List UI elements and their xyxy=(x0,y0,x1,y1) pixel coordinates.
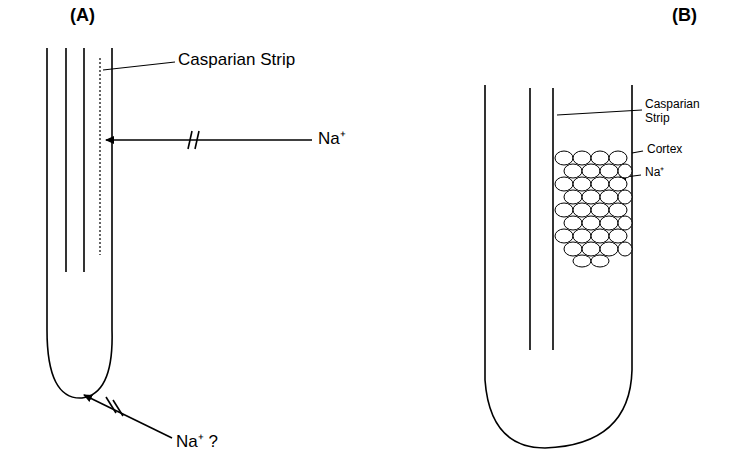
na-arrow xyxy=(84,395,172,438)
block-mark xyxy=(106,397,116,413)
leader-line xyxy=(103,62,175,70)
block-mark xyxy=(188,131,192,149)
block-mark xyxy=(113,400,123,416)
stele-line xyxy=(65,48,67,272)
ion-label: Na⁺ xyxy=(318,129,346,149)
root-outline xyxy=(47,48,112,398)
leader-line xyxy=(632,151,643,153)
block-mark xyxy=(195,131,199,149)
panel-letter: (B) xyxy=(672,5,697,26)
panel-letter: (A) xyxy=(70,5,95,26)
ion-label: Na⁺ ? xyxy=(176,432,218,452)
casparian-strip xyxy=(552,88,554,350)
ion-label: Na⁺ xyxy=(645,166,664,180)
cortex-cells xyxy=(555,151,632,267)
leader-line xyxy=(557,110,642,115)
na-arrow xyxy=(106,139,312,141)
casparian-strip xyxy=(99,58,100,255)
stele-line xyxy=(529,88,531,350)
part-label: Cortex xyxy=(647,143,682,157)
root-outline xyxy=(485,85,632,448)
part-label: Casparian Strip xyxy=(645,98,715,126)
part-label: Casparian Strip xyxy=(178,50,295,70)
stele-line xyxy=(83,48,85,272)
